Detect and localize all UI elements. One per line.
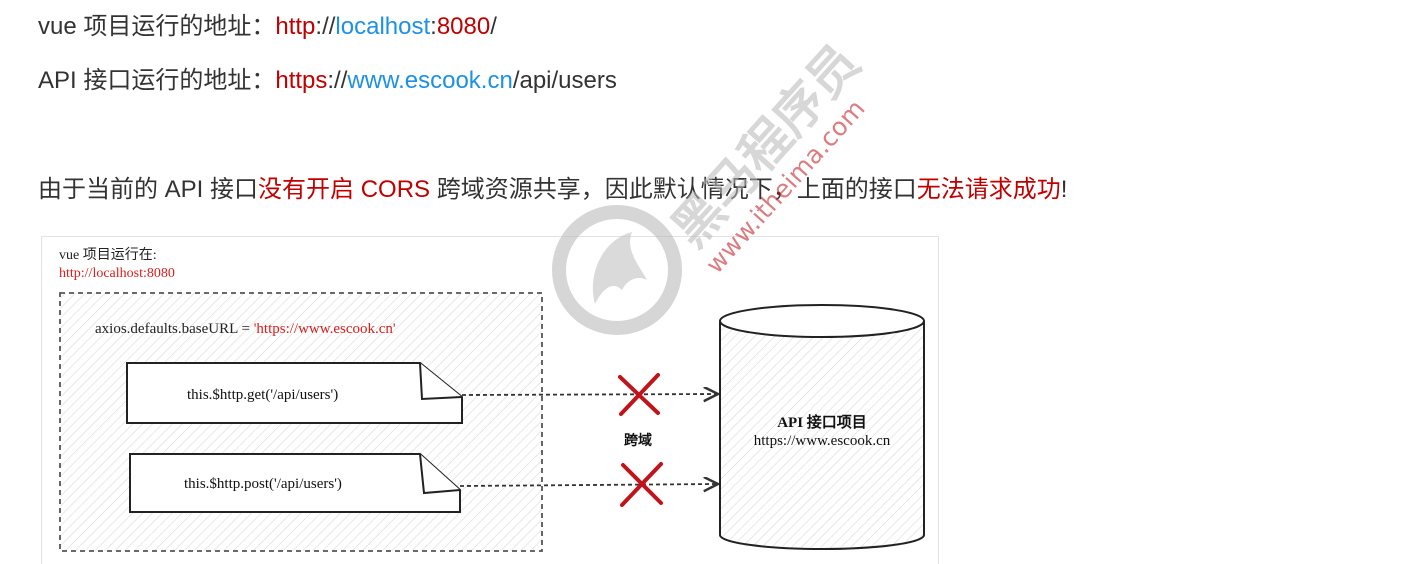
axios-value: 'https://www.escook.cn' <box>254 321 396 337</box>
server-title: API 接口项目 <box>777 413 867 431</box>
axios-prefix: axios.defaults.baseURL = <box>95 321 254 337</box>
vue-url-separator: :// <box>315 13 336 40</box>
api-url-path: /api/users <box>512 67 617 94</box>
api-url-protocol: https <box>275 67 328 94</box>
diagram-canvas: vue 项目运行在: http://localhost:8080 axios.d… <box>59 247 925 552</box>
api-address-label: API 接口运行的地址： <box>38 67 276 94</box>
watermark-brand: 黑马程序员 <box>661 33 871 258</box>
vue-runs-url: http://localhost:8080 <box>59 266 175 281</box>
get-call-text: this.$http.get('/api/users') <box>187 387 338 403</box>
vue-runs-label: vue 项目运行在: <box>59 247 157 263</box>
notice-no-cors: 没有开启 CORS <box>258 176 431 203</box>
post-call-text: this.$http.post('/api/users') <box>184 476 342 492</box>
server-url: https://www.escook.cn <box>754 433 891 449</box>
api-server-cylinder: API 接口项目 https://www.escook.cn <box>719 304 925 550</box>
notice-cannot-request: 无法请求成功 <box>916 176 1061 203</box>
vue-url-host: localhost <box>335 13 431 40</box>
get-arrow <box>461 394 718 395</box>
notice-part-3: 跨域资源共享，因此默认情况下，上面的接口 <box>430 176 917 203</box>
vue-url-port: 8080 <box>436 13 491 40</box>
api-address-line: API 接口运行的地址：https://www.escook.cn/api/us… <box>38 66 617 96</box>
vue-url-colon: : <box>430 13 437 40</box>
axios-config: axios.defaults.baseURL = 'https://www.es… <box>95 321 396 337</box>
notice-part-1: 由于当前的 API 接口 <box>38 176 259 203</box>
vue-url-tail: / <box>490 13 497 40</box>
cross-domain-label: 跨域 <box>624 432 652 448</box>
vue-url-protocol: http <box>275 13 316 40</box>
blocked-cross-icon <box>618 373 660 416</box>
cors-notice: 由于当前的 API 接口没有开启 CORS 跨域资源共享，因此默认情况下，上面的… <box>38 175 1067 205</box>
vue-address-line: vue 项目运行的地址：http://localhost:8080/ <box>38 12 497 42</box>
vue-address-label: vue 项目运行的地址： <box>38 13 276 40</box>
api-url-host: www.escook.cn <box>347 67 513 94</box>
cors-diagram: vue 项目运行在: http://localhost:8080 axios.d… <box>41 236 939 564</box>
get-request-note: this.$http.get('/api/users') <box>126 362 463 424</box>
blocked-cross-icon <box>620 462 663 507</box>
post-request-note: this.$http.post('/api/users') <box>129 453 461 513</box>
notice-exclaim: ! <box>1060 176 1068 203</box>
api-url-separator: :// <box>327 67 348 94</box>
post-arrow <box>459 484 718 486</box>
